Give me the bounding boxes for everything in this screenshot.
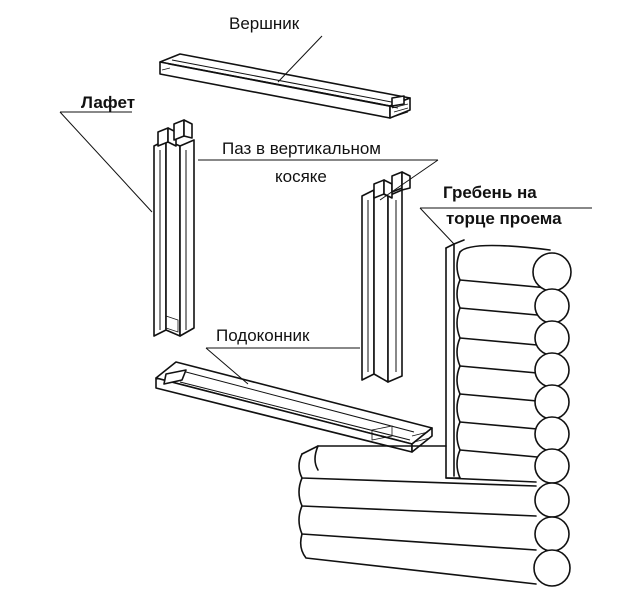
log-row-lower	[298, 445, 537, 585]
label-side-post: Лафет	[81, 93, 135, 112]
right-post	[361, 171, 411, 383]
top-beam	[159, 53, 411, 119]
label-vertical-groove-line1: Паз в вертикальном	[222, 139, 381, 158]
label-top-beam: Вершник	[229, 14, 300, 33]
left-post	[153, 119, 195, 337]
leader-lines	[59, 35, 592, 385]
log-column-upper	[456, 244, 551, 479]
label-comb-line1: Гребень на	[443, 183, 537, 202]
log-ends	[532, 252, 572, 587]
label-vertical-groove-line2: косяке	[275, 167, 327, 186]
log-wall	[298, 239, 572, 587]
label-comb-line2: торце проема	[446, 209, 562, 228]
window-sill	[155, 361, 433, 453]
label-sill: Подоконник	[216, 326, 310, 345]
